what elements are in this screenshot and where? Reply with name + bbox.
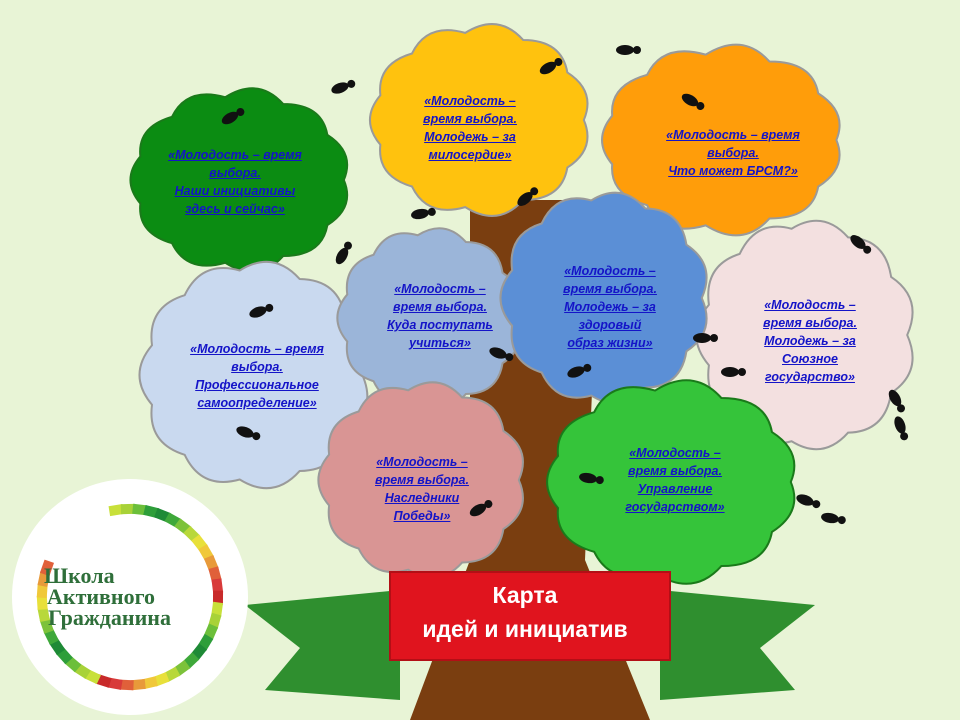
logo-ring-segment: [36, 595, 48, 610]
footprint-icon: [693, 333, 718, 343]
logo-ring-segment: [212, 590, 224, 605]
cloud-victory: [317, 381, 524, 579]
cloud-victory-link[interactable]: «Молодость – время выбора. Наследники По…: [375, 455, 469, 523]
logo-ring-segment: [119, 679, 134, 691]
cloud-govern-link[interactable]: «Молодость – время выбора. Управление го…: [625, 446, 725, 514]
logo-text-line1: Школа: [44, 563, 115, 588]
cloud-brsm: [601, 43, 841, 237]
logo-ring-segment: [208, 566, 222, 583]
cloud-govern: [546, 379, 796, 585]
logo-text-line2: Активного: [47, 584, 156, 609]
logo-ring-segment: [108, 504, 124, 517]
logo-ring-segment: [211, 578, 224, 594]
banner-title-line2: идей и инициатив: [422, 616, 628, 642]
logo-ring-segment: [130, 678, 146, 691]
clouds-layer: [129, 23, 914, 585]
logo-text-line3: Гражданина: [48, 605, 171, 630]
logo-ring-segment: [107, 677, 123, 690]
cloud-study-link[interactable]: «Молодость – время выбора. Куда поступат…: [387, 282, 493, 350]
cloud-health: [499, 191, 708, 405]
logo-ring-segment: [120, 503, 136, 515]
logo-ring-segment: [39, 559, 55, 577]
logo-ring-segment: [37, 606, 50, 623]
banner-center: [389, 571, 671, 661]
footprint-icon: [333, 239, 355, 267]
cloud-union-link[interactable]: «Молодость – время выбора. Молодежь – за…: [763, 298, 857, 384]
logo: [12, 479, 248, 715]
banner-left-tail: [245, 590, 400, 700]
banner-right-tail: [660, 590, 815, 700]
cloud-mercy-link[interactable]: «Молодость – время выбора. Молодежь – за…: [423, 94, 517, 162]
footprint-icon: [329, 77, 357, 96]
logo-ring-segment: [36, 583, 48, 599]
footprint-icon: [616, 45, 641, 55]
footprint-icon: [892, 414, 911, 442]
cloud-study: [336, 227, 522, 409]
footprint-icon: [410, 206, 437, 221]
cloud-career: [138, 260, 369, 490]
banner-title: Карта идей и инициатив: [390, 578, 660, 646]
footprint-icon: [820, 511, 847, 526]
cloud-brsm-link[interactable]: «Молодость – время выбора. Что может БРС…: [666, 128, 800, 178]
footprint-icon: [794, 492, 822, 511]
cloud-now: [129, 87, 349, 273]
logo-ring-segment: [211, 601, 224, 618]
cloud-career-link[interactable]: «Молодость – время выбора. Профессиональ…: [190, 342, 324, 410]
title-banner: [245, 571, 815, 700]
logo-ring-segment: [141, 676, 158, 690]
logo-ring-segment: [132, 503, 148, 516]
banner-title-line1: Карта: [492, 582, 558, 608]
cloud-health-link[interactable]: «Молодость – время выбора. Молодежь – за…: [563, 264, 657, 350]
cloud-now-link[interactable]: «Молодость – время выбора. Наши инициати…: [168, 148, 302, 216]
